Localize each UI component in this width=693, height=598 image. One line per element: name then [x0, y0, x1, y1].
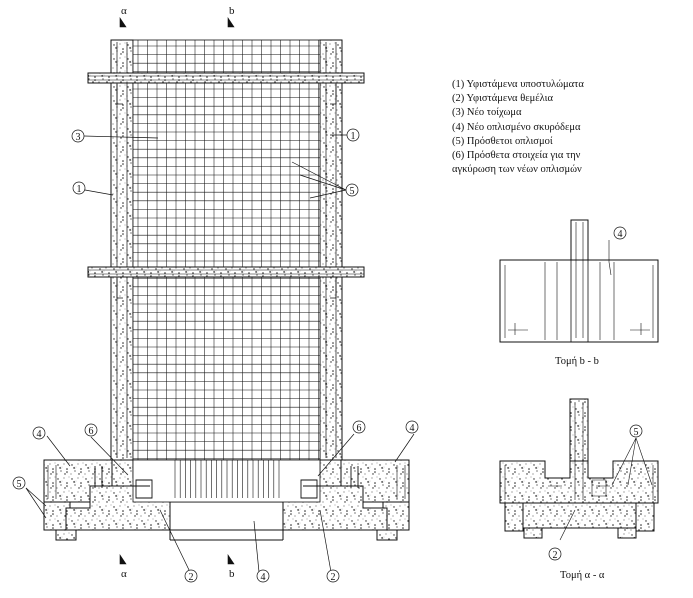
existing-column-left — [110, 39, 134, 461]
callout-label: 1 — [77, 184, 82, 195]
callout-label: 4 — [618, 229, 623, 240]
section-mark-a-bottom: α — [121, 568, 127, 580]
callout-numbers: 3 1 1 5 4 6 6 4 5 2 4 2 4 5 2 — [17, 131, 639, 583]
beam-upper — [87, 72, 365, 84]
main-elevation — [43, 39, 410, 541]
callout-label: 5 — [634, 427, 639, 438]
anchorage-detail-left — [90, 466, 153, 499]
caption-section-a: Τομή α - α — [560, 570, 605, 581]
section-mark-labels: α b α b — [121, 5, 235, 580]
beam-lower — [87, 266, 365, 278]
section-mark-b-bottom: b — [229, 568, 235, 580]
legend-item-6-cont: αγκύρωση των νέων οπλισμών — [452, 164, 582, 176]
callout-label: 2 — [331, 572, 336, 583]
callout-label: 4 — [37, 429, 42, 440]
callout-label: 5 — [350, 186, 355, 197]
legend-item-4: (4) Νέο οπλισμένο σκυρόδεμα — [452, 121, 581, 133]
section-mark-a-top: α — [121, 5, 127, 17]
legend-item-2: (2) Υφιστάμενα θεμέλια — [452, 93, 553, 105]
callout-label: 4 — [261, 572, 266, 583]
section-a-a — [499, 398, 659, 541]
leader-lines — [25, 134, 415, 573]
caption-section-b: Τομή b - b — [555, 356, 599, 367]
legend-item-1: (1) Υφιστάμενα υποστυλώματα — [452, 79, 584, 90]
callout-label: 3 — [76, 132, 81, 143]
new-wall — [132, 39, 321, 461]
anchorage-detail-right — [300, 466, 363, 499]
wall-reinforcement-grid — [133, 40, 320, 460]
callout-circles — [12, 128, 643, 583]
callout-label: 2 — [189, 572, 194, 583]
section-b-b — [499, 219, 659, 343]
callout-label: 2 — [553, 550, 558, 561]
existing-column-right — [319, 39, 343, 461]
column-bars — [116, 42, 337, 458]
legend: (1) Υφιστάμενα υποστυλώματα (2) Υφιστάμε… — [452, 78, 584, 177]
new-foundation-beam — [169, 501, 284, 531]
callout-label: 1 — [351, 131, 356, 142]
callout-label: 5 — [17, 479, 22, 490]
legend-item-6: (6) Πρόσθετα στοιχεία για την — [452, 150, 581, 162]
callout-label: 6 — [357, 423, 362, 434]
legend-item-5: (5) Πρόσθετοι οπλισμοί — [452, 135, 553, 147]
callout-label: 4 — [410, 423, 415, 434]
legend-item-3: (3) Νέο τοίχωμα — [452, 107, 522, 119]
callout-label: 6 — [89, 426, 94, 437]
section-markers — [119, 17, 235, 565]
starter-bars — [174, 460, 280, 498]
section-mark-b-top: b — [229, 5, 235, 17]
